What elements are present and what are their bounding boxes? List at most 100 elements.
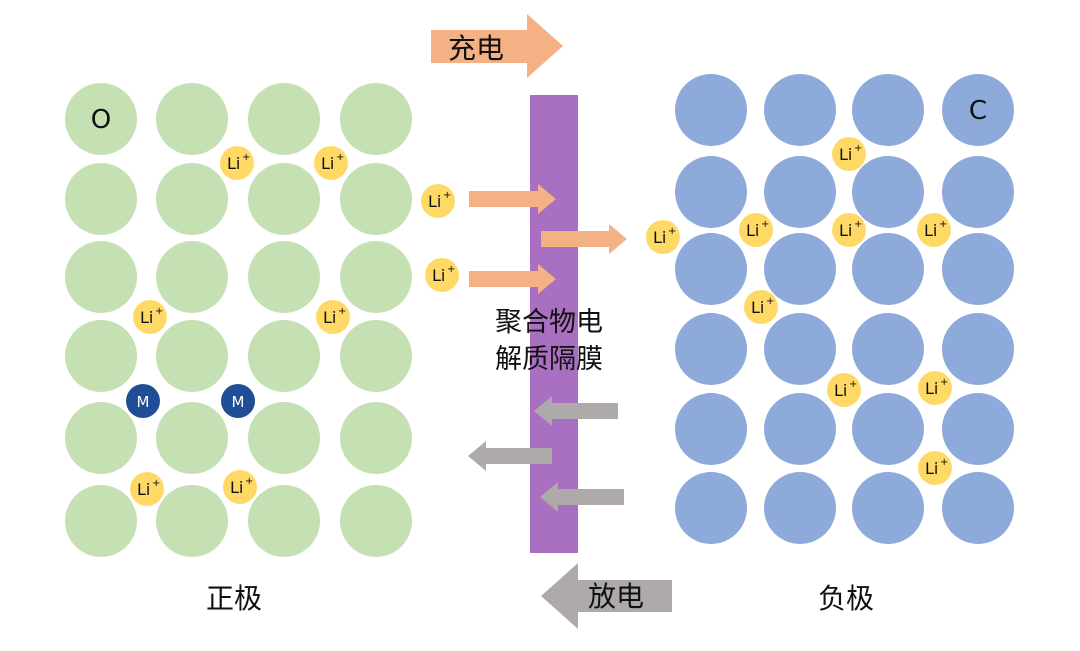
lithium-ion: Li+ [316, 300, 350, 334]
anode-atom [764, 313, 836, 385]
anode-atom [764, 472, 836, 544]
anode-atom [675, 472, 747, 544]
anode-atom [852, 233, 924, 305]
lithium-ion: Li+ [832, 213, 866, 247]
lithium-ion-label: Li [230, 478, 243, 497]
anode-atom [764, 74, 836, 146]
lithium-ion: Li+ [130, 472, 164, 506]
cathode-atom [65, 485, 137, 557]
cathode-atom [156, 485, 228, 557]
lithium-ion: Li+ [421, 184, 455, 218]
cathode-atom [248, 83, 320, 155]
anode-atom [942, 74, 1014, 146]
cathode-label: 正极 [206, 582, 262, 615]
anode-atom [675, 233, 747, 305]
ion-charge-superscript: + [940, 457, 948, 468]
anode-atom [942, 233, 1014, 305]
cathode-atom [156, 83, 228, 155]
cathode-atom [65, 163, 137, 235]
cathode-atom [248, 402, 320, 474]
cathode-atom [248, 320, 320, 392]
anode-atom [942, 472, 1014, 544]
lithium-ion: Li+ [827, 373, 861, 407]
discharge-ion-arrow [540, 482, 624, 512]
anode-atom [942, 393, 1014, 465]
lithium-ion: Li+ [739, 213, 773, 247]
anode-atom [764, 156, 836, 228]
cathode-atom [156, 402, 228, 474]
lithium-ion: Li+ [832, 137, 866, 171]
separator-label-line2: 解质隔膜 [495, 344, 603, 375]
cathode-atom [248, 485, 320, 557]
lithium-ion: Li+ [918, 451, 952, 485]
cathode-atom [65, 83, 137, 155]
lithium-ion: Li+ [425, 258, 459, 292]
metal-atom-label: M [232, 393, 245, 411]
anode-atom [852, 472, 924, 544]
lithium-ion: Li+ [744, 290, 778, 324]
lithium-ion: Li+ [646, 220, 680, 254]
charge-ion-arrow [469, 184, 556, 214]
discharge-label: 放电 [588, 580, 644, 613]
lithium-ion-label: Li [432, 266, 445, 285]
polymer-electrolyte-separator [530, 95, 578, 553]
charge-direction-arrow [431, 14, 563, 78]
anode-atom [675, 313, 747, 385]
lithium-ion: Li+ [223, 470, 257, 504]
ion-charge-superscript: + [668, 226, 676, 237]
ion-charge-superscript: + [447, 264, 455, 275]
metal-atom: M [126, 384, 160, 418]
lithium-ion: Li+ [917, 213, 951, 247]
ion-charge-superscript: + [854, 143, 862, 154]
ion-charge-superscript: + [849, 379, 857, 390]
ion-charge-superscript: + [152, 478, 160, 489]
cathode-lattice: O [65, 83, 412, 557]
cathode-atom [156, 241, 228, 313]
discharge-ion-arrow [468, 441, 552, 471]
cathode-atom [248, 163, 320, 235]
lithium-ion-label: Li [323, 308, 336, 327]
lithium-ion-label: Li [140, 308, 153, 327]
cathode-atom [340, 163, 412, 235]
ion-charge-superscript: + [761, 219, 769, 230]
ion-charge-superscript: + [245, 476, 253, 487]
anode-atom [852, 156, 924, 228]
lithium-ion-label: Li [839, 221, 852, 240]
cathode-atom [156, 163, 228, 235]
anode-atom [675, 393, 747, 465]
separator-label-line1: 聚合物电 [495, 307, 603, 338]
cathode-atom [340, 485, 412, 557]
anode-atom [852, 313, 924, 385]
ion-charge-superscript: + [940, 377, 948, 388]
lithium-ion-label: Li [227, 154, 240, 173]
cathode-atom [65, 402, 137, 474]
anode-atom [942, 313, 1014, 385]
ion-charge-superscript: + [336, 152, 344, 163]
ion-charge-superscript: + [766, 296, 774, 307]
cathode-atom [156, 320, 228, 392]
charge-ion-arrow [541, 224, 627, 254]
anode-atom [675, 156, 747, 228]
lithium-ion-label: Li [746, 221, 759, 240]
charge-label: 充电 [448, 32, 504, 65]
ion-charge-superscript: + [443, 190, 451, 201]
ion-charge-superscript: + [338, 306, 346, 317]
discharge-direction-arrow [541, 563, 672, 629]
lithium-ion-label: Li [321, 154, 334, 173]
lithium-ion: Li+ [220, 146, 254, 180]
lithium-ion-label: Li [137, 480, 150, 499]
oxygen-atom-label: O [91, 105, 111, 135]
cathode-atom [65, 241, 137, 313]
anode-atom [675, 74, 747, 146]
ion-charge-superscript: + [854, 219, 862, 230]
ions-layer: Li+Li+Li+Li+Li+Li+Li+Li+Li+Li+Li+Li+Li+L… [126, 137, 952, 506]
anode-atom [764, 233, 836, 305]
ion-charge-superscript: + [939, 219, 947, 230]
metal-atom: M [221, 384, 255, 418]
ion-charge-superscript: + [242, 152, 250, 163]
anode-label: 负极 [818, 582, 874, 615]
lithium-ion: Li+ [918, 371, 952, 405]
lithium-ion-label: Li [834, 381, 847, 400]
anode-atom [852, 74, 924, 146]
lithium-ion-label: Li [925, 379, 938, 398]
